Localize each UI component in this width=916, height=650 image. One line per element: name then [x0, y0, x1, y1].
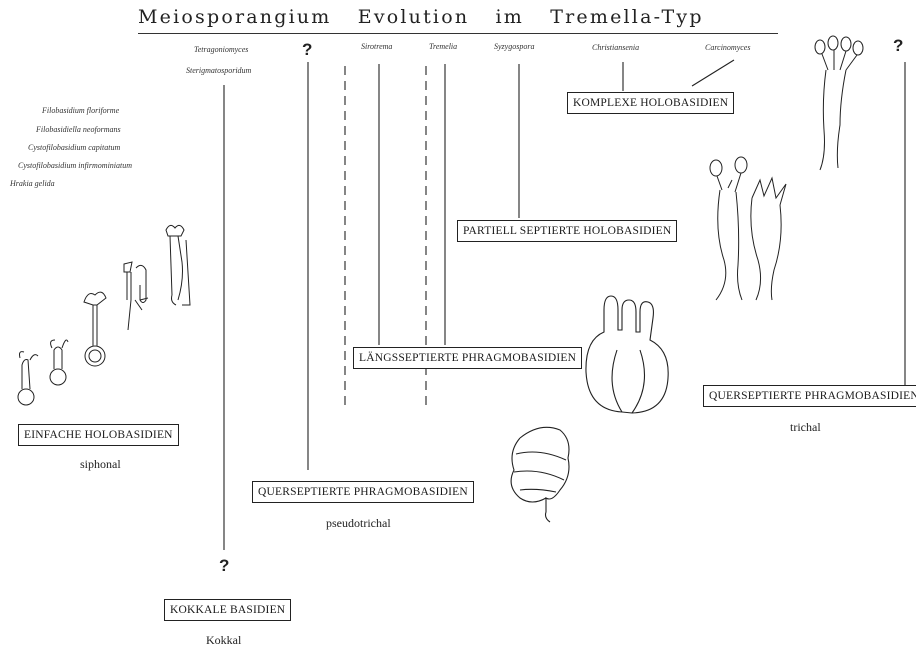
box-komplexe-holobasidien: KOMPLEXE HOLOBASIDIEN [567, 92, 735, 114]
label-pseudotrichal: pseudotrichal [326, 516, 391, 530]
komplexe-basidium-sketch [814, 35, 864, 171]
laengs-basidium-sketch [585, 295, 669, 414]
box-einfache-holobasidien: EINFACHE HOLOBASIDIEN [18, 424, 179, 446]
taxon-cystofilobasidium-capitatum: Cystofilobasidium capitatum [28, 143, 121, 152]
taxon-hrakia: Hrakia gelida [10, 179, 55, 188]
taxon-tetragoniomyces: Tetragoniomyces [194, 45, 249, 54]
quer-pseudo-basidium-sketch [510, 426, 570, 523]
taxon-carcinomyces: Carcinomyces [705, 43, 751, 52]
title-underline [138, 33, 778, 34]
question-mark-top-right: ? [893, 36, 904, 55]
taxon-sirotrema: Sirotrema [361, 42, 393, 51]
taxon-filobasidiella: Filobasidiella neoformans [36, 125, 121, 134]
box-laengsseptierte-phragmobasidien: LÄNGSSEPTIERTE PHRAGMOBASIDIEN [353, 347, 583, 369]
taxon-christiansenia: Christiansenia [592, 43, 640, 52]
question-mark-kokkal: ? [219, 556, 230, 575]
taxon-cystofilobasidium-infirmominiatum: Cystofilobasidium infirmominiatum [18, 161, 133, 170]
question-mark-top-center: ? [302, 40, 313, 59]
label-kokkal: Kokkal [206, 633, 242, 647]
taxon-filobasidium: Filobasidium floriforme [42, 106, 120, 115]
taxon-syzygospora: Syzygospora [494, 42, 535, 51]
siphonal-basidia-sketches [17, 224, 191, 406]
box-partiell-septierte-holobasidien: PARTIELL SEPTIERTE HOLOBASIDIEN [457, 220, 678, 242]
box-kokkale-basidien: KOKKALE BASIDIEN [164, 599, 292, 621]
quer-trichal-basidium-sketch [709, 156, 787, 301]
taxon-tremella: Tremelia [429, 42, 458, 51]
label-trichal: trichal [790, 420, 821, 434]
taxon-sterigmatosporidum: Sterigmatosporidum [186, 66, 252, 75]
diagram-title: Meiosporangium Evolution im Tremella-Typ [138, 6, 704, 28]
carcinomyces-branch-line [691, 59, 735, 87]
box-querseptierte-trichal: QUERSEPTIERTE PHRAGMOBASIDIEN [703, 385, 916, 407]
box-querseptierte-pseudotrichal: QUERSEPTIERTE PHRAGMOBASIDIEN [252, 481, 474, 503]
label-siphonal: siphonal [80, 457, 121, 471]
